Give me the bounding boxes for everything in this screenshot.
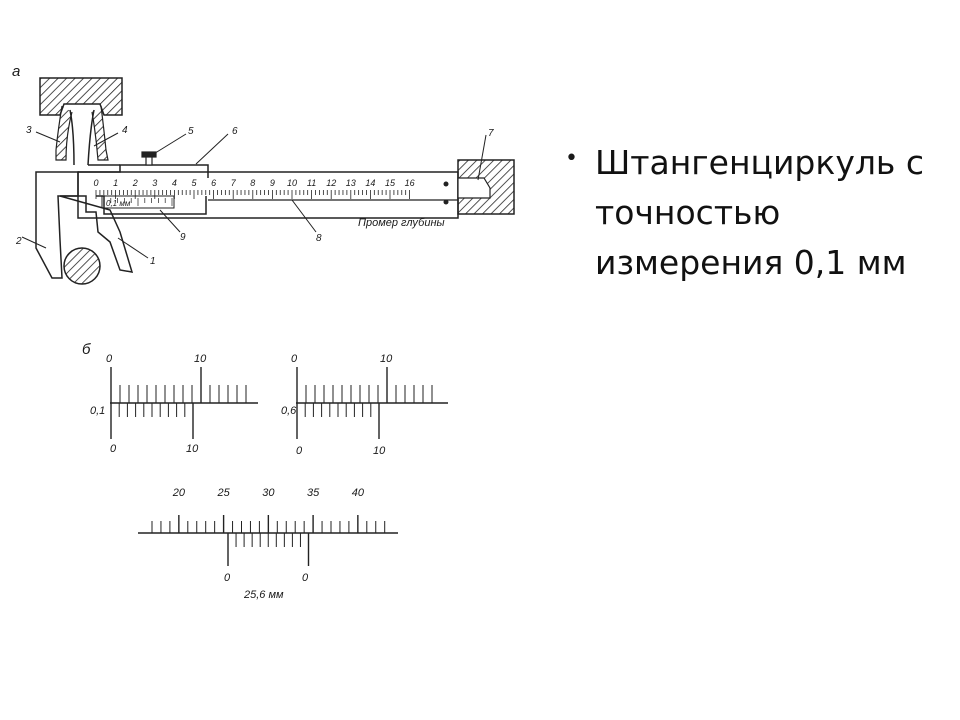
callout-leaders <box>21 131 487 259</box>
depth-gauge-block <box>457 159 515 215</box>
workpiece-block <box>39 77 123 161</box>
scale-3: 20 25 30 35 40 0 0 25,6 мм <box>138 487 398 601</box>
bullet-marker: • <box>565 146 578 171</box>
scale2-side: 0,6 <box>281 405 297 417</box>
vernier-ticks <box>103 198 173 206</box>
callout-5: 5 <box>188 126 194 137</box>
main-scale-number: 0 <box>93 178 98 188</box>
figure-a-label: а <box>12 63 20 80</box>
main-scale-number: 12 <box>326 178 336 188</box>
callout-9: 9 <box>180 232 186 243</box>
main-scale-number: 11 <box>307 178 316 188</box>
callout-2: 2 <box>15 236 22 247</box>
callout-7: 7 <box>488 128 494 139</box>
vernier-label: 0,1 мм <box>106 199 131 208</box>
callout-8: 8 <box>316 233 322 244</box>
main-scale-number: 9 <box>270 178 275 188</box>
scale1-top-right: 10 <box>194 353 207 365</box>
main-scale-number: 6 <box>211 178 216 188</box>
depth-label: Промер глубины <box>358 217 445 229</box>
bullet-line-2: точностью <box>595 193 781 232</box>
round-workpiece <box>63 247 101 285</box>
scale1-side: 0,1 <box>90 405 105 417</box>
figure-b-label: б <box>82 341 91 358</box>
main-scale-number: 4 <box>172 178 177 188</box>
scale3-bottom-left: 0 <box>224 572 231 584</box>
scale1-top-left: 0 <box>106 353 113 365</box>
main-scale-number: 16 <box>405 178 415 188</box>
scale2-top-left: 0 <box>291 353 298 365</box>
callout-6: 6 <box>232 126 238 137</box>
main-scale-number: 15 <box>385 178 396 188</box>
scale2-top-right: 10 <box>380 353 393 365</box>
scale1-bottom-left: 0 <box>110 443 117 455</box>
scale3-top-number: 25 <box>216 487 230 499</box>
callout-3: 3 <box>26 125 32 136</box>
scale3-top-number: 30 <box>262 487 275 499</box>
bullet-line-1: Штангенциркуль с <box>595 143 925 182</box>
scale2-bottom-left: 0 <box>296 445 303 457</box>
main-scale-number: 13 <box>346 178 356 188</box>
main-scale-number: 7 <box>231 178 237 188</box>
scale3-top-number: 40 <box>352 487 365 499</box>
bullet-text: Штангенциркуль с точностью измерения 0,1… <box>595 138 924 288</box>
main-scale-number: 8 <box>250 178 255 188</box>
callout-1: 1 <box>150 256 156 267</box>
scale3-top-number: 20 <box>172 487 186 499</box>
bullet-line-3: измерения 0,1 мм <box>595 243 907 282</box>
main-scale-number: 5 <box>191 178 197 188</box>
main-scale-number: 10 <box>287 178 297 188</box>
callout-4: 4 <box>122 125 128 136</box>
upper-jaws <box>69 109 120 166</box>
vernier-plate <box>101 195 175 209</box>
scale-1: 0 10 0,1 0 10 <box>90 353 258 455</box>
clamp-screw <box>141 151 157 166</box>
scale3-caption: 25,6 мм <box>243 589 284 601</box>
scale3-bottom-right: 0 <box>302 572 309 584</box>
main-scale-number: 14 <box>365 178 375 188</box>
main-scale-number: 3 <box>152 178 157 188</box>
scale-2: 0 10 0,6 0 10 <box>281 353 448 457</box>
scale1-bottom-right: 10 <box>186 443 199 455</box>
main-scale-number: 2 <box>132 178 138 188</box>
main-scale-number: 1 <box>113 178 118 188</box>
scale2-bottom-right: 10 <box>373 445 386 457</box>
scale3-top-number: 35 <box>307 487 320 499</box>
main-scale-ticks <box>95 190 411 199</box>
